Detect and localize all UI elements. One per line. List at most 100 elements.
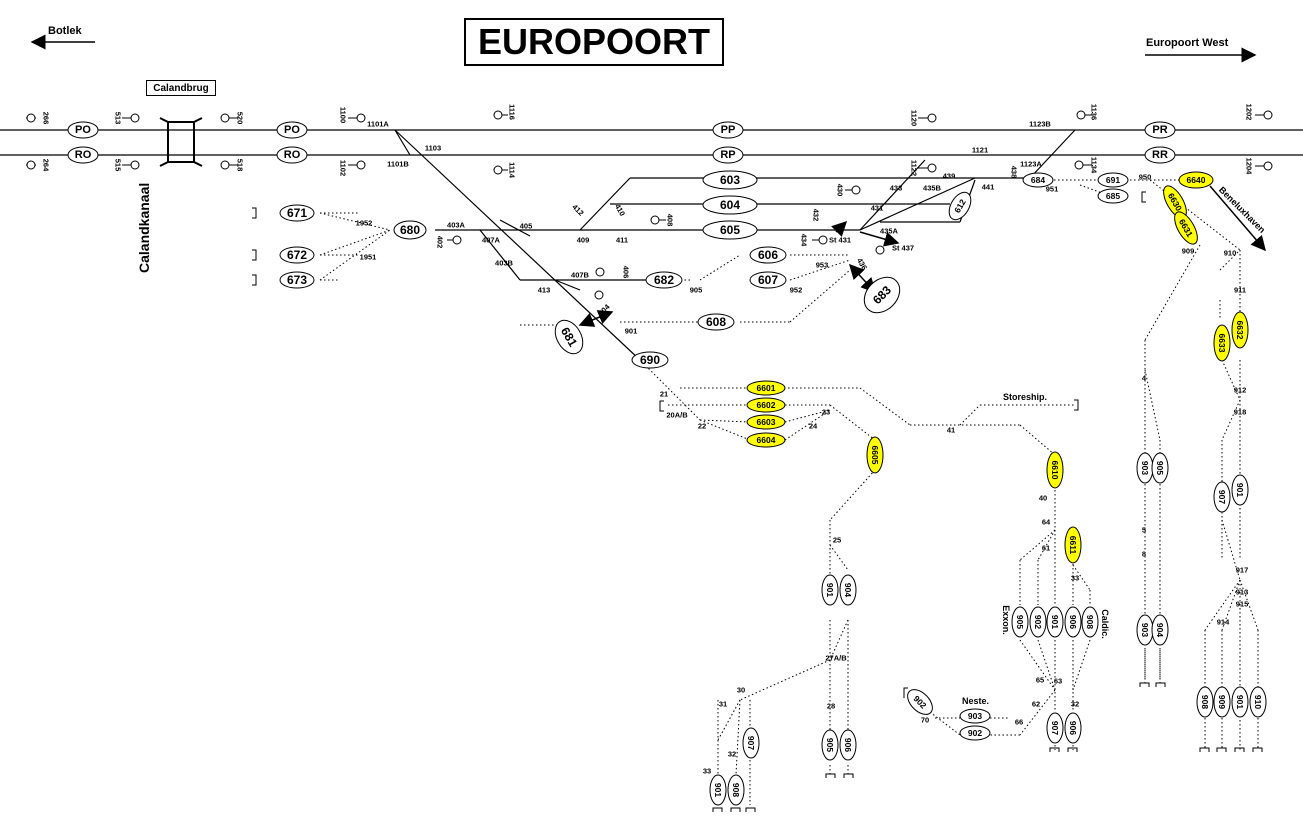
track-number-label: 913 [1236,588,1249,597]
oval-shape [863,276,901,314]
oval-shape [1022,172,1054,188]
oval-shape [1213,324,1231,362]
track-oval-604: 604 [702,195,758,215]
track-oval-607: 607 [749,271,787,289]
track-number-label: 8 [1142,550,1146,559]
track-oval-909: 909 [1213,686,1231,718]
track-number-label: 64 [1042,518,1051,527]
oval-label: 672 [287,248,307,262]
track-oval-682: 682 [645,271,683,289]
oval-shape [746,380,786,396]
track-number-label: 27A/B [825,654,847,663]
track-oval-681: 681 [554,319,584,355]
track-oval-671: 671 [279,204,315,222]
track-number-label: 518 [236,159,245,172]
track-number-label: 433 [890,184,903,193]
oval-label: 6602 [757,400,776,410]
buffer-stops [252,191,1263,812]
oval-label: 608 [706,315,726,329]
direction-arrows [578,185,1266,327]
oval-label: 6601 [757,383,776,393]
track-oval-904: 904 [1151,614,1169,646]
track-number-label: 912 [1234,386,1247,395]
track-number-label: 1122 [910,160,919,176]
number-layer: 266264513515520518110011021101A1101B1103… [42,104,1254,776]
track-oval-907: 907 [742,727,760,759]
calandbrug-label: Calandbrug [146,80,216,96]
oval-shape [702,170,758,190]
track-oval-905: 905 [821,729,839,761]
oval-shape [746,397,786,413]
oval-label: 906 [1068,721,1078,735]
track-number-label: 407A [482,236,501,245]
oval-label: 6603 [757,417,776,427]
track-oval-612: 612 [948,191,972,221]
oval-label: 684 [1031,175,1045,185]
track-number-label: 33 [703,767,711,776]
track-oval-label: PO [284,124,300,136]
track-number-label: 435A [880,227,899,236]
track-oval-683: 683 [863,276,901,314]
track-number-label: 266 [42,112,51,125]
track-oval-label: RP [720,149,735,161]
oval-label: 682 [654,273,674,287]
track-oval-label: RR [1152,149,1168,161]
track-number-label: St 431 [829,236,851,245]
oval-label: 607 [758,273,778,287]
track-oval-rp [712,146,744,164]
track-number-label: 1134 [1090,157,1099,174]
track-oval-po [67,121,99,139]
oval-shape [702,195,758,215]
oval-shape [959,708,991,724]
track-oval-6630: 6630 [1163,185,1187,219]
oval-shape [1231,474,1249,506]
track-number-label: 409 [577,236,590,245]
track-number-label: 430 [836,184,845,197]
track-oval-901: 901 [1231,686,1249,718]
track-number-label: 1136 [1090,104,1099,120]
track-oval-691: 691 [1097,172,1129,188]
oval-shape [702,220,758,240]
track-oval-904: 904 [839,574,857,606]
track-number-label: 1121 [972,146,988,155]
track-number-label: 66 [1015,718,1023,727]
oval-shape [866,436,884,474]
oval-shape [554,319,584,355]
track-oval-6601: 6601 [746,380,786,396]
track-number-label: 917 [1236,566,1249,575]
track-number-label: 403A [447,221,466,230]
oval-label: 691 [1106,175,1120,185]
calandkanaal-label: Calandkanaal [136,182,152,273]
track-oval-680: 680 [393,220,427,240]
oval-shape [631,351,669,369]
track-number-label: 65 [1036,676,1044,685]
oval-label: 906 [843,738,853,752]
oval-label: 910 [1253,695,1263,709]
track-oval-690: 690 [631,351,669,369]
track-number-label: 1103 [425,144,441,153]
track-number-label: 1120 [910,110,919,126]
dotted-links [319,179,1259,805]
track-oval-908: 908 [1081,606,1099,638]
oval-label: 909 [1217,695,1227,709]
track-oval-6631: 6631 [1174,211,1198,245]
track-oval-ro [67,146,99,164]
track-number-label: 1202 [1245,104,1254,121]
track-oval-905: 905 [1151,452,1169,484]
track-oval-908: 908 [1196,686,1214,718]
oval-layer: 6716726736806036046056066076086826816836… [67,121,1267,806]
track-number-label: 31 [719,700,727,709]
oval-shape [821,729,839,761]
oval-label: 903 [1140,623,1150,637]
oval-shape [821,574,839,606]
track-oval-pr [1144,121,1176,139]
track-oval-907: 907 [1046,712,1064,744]
track-number-label: 918 [1234,408,1247,417]
oval-label: 6640 [1187,175,1206,185]
oval-label: 902 [968,728,982,738]
oval-label: 905 [1015,615,1025,629]
track-number-label: 405 [520,222,533,231]
track-oval-6604: 6604 [746,432,786,448]
track-number-label: 950 [1139,173,1152,182]
